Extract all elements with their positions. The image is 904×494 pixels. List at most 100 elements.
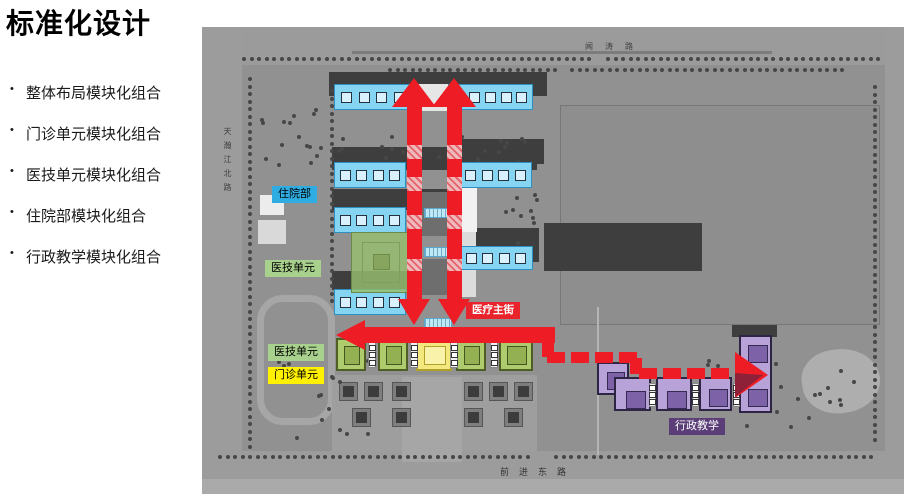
window-icon [388, 169, 400, 181]
tree-icon [308, 455, 312, 459]
tree-icon [281, 119, 286, 124]
tree-icon [764, 455, 768, 459]
tree-icon [433, 68, 437, 72]
tree-icon [248, 392, 252, 396]
tree-icon [869, 455, 873, 459]
flow-dash [687, 368, 705, 379]
tree-icon [282, 364, 287, 369]
tree-icon [606, 455, 611, 459]
loop-road [257, 295, 335, 425]
tree-icon [314, 107, 319, 112]
window-icon [356, 169, 368, 181]
tree-icon [309, 160, 314, 165]
labels-layer: 住院部 医技单元 医技单元 门诊单元 医疗主街 行政教学 天瀚江北路 闻涛路 前… [202, 27, 904, 494]
tree-icon [873, 160, 877, 164]
tree-icon [437, 57, 441, 61]
text-panel: 标准化设计 整体布局模块化组合 门诊单元模块化组合 医技单元模块化组合 住院部模… [0, 0, 202, 494]
tree-icon [389, 135, 394, 140]
tree-icon [399, 57, 404, 61]
tree-icon [873, 325, 877, 329]
tree-icon [666, 455, 671, 459]
tree-icon [248, 422, 252, 426]
tree-icon [287, 57, 291, 61]
tree-icon [330, 239, 334, 243]
tree-icon [497, 150, 502, 155]
tree-icon [474, 57, 479, 61]
tree-icon [873, 302, 877, 307]
tree-icon [873, 122, 877, 127]
tree-icon [810, 68, 814, 72]
flow-arrow-right-shadow [735, 373, 763, 397]
tree-icon [311, 111, 316, 116]
tree-icon [248, 384, 252, 389]
window-icon [372, 214, 384, 226]
tree-icon [435, 455, 440, 459]
tree-icon [607, 68, 612, 72]
window-icon [340, 296, 352, 308]
connector-cell [692, 392, 699, 398]
tree-icon [667, 68, 672, 72]
tree-icon [696, 455, 701, 459]
tree-icon [428, 455, 432, 459]
tree-icon [264, 157, 269, 162]
tree-icon [330, 141, 334, 146]
tree-icon [802, 68, 807, 72]
tree-icon [846, 455, 851, 459]
window-icon [500, 91, 512, 103]
tree-icon [741, 57, 745, 61]
service-pad [339, 382, 358, 401]
tree-icon [260, 120, 265, 125]
tree-icon [317, 57, 321, 61]
tree-icon [816, 455, 821, 459]
tree-icon [809, 455, 813, 459]
tree-icon [538, 68, 542, 72]
tree-icon [488, 455, 492, 459]
tree-icon [410, 68, 415, 72]
tree-icon [873, 175, 877, 179]
tree-icon [873, 287, 877, 292]
window-icon [341, 91, 353, 103]
tree-icon [341, 137, 346, 142]
tree-icon [366, 431, 371, 436]
courtyard-ring [362, 242, 400, 283]
tree-icon [338, 427, 343, 432]
tree-icon [873, 272, 877, 277]
left-road [202, 27, 242, 494]
tree-icon [572, 57, 576, 61]
tree-icon [508, 68, 512, 72]
page-title: 标准化设计 [6, 8, 152, 39]
tree-icon [720, 68, 724, 72]
tree-icon [750, 68, 754, 72]
tree-icon [240, 455, 245, 459]
tree-icon [463, 68, 467, 72]
tree-icon [330, 96, 334, 101]
tree-icon [873, 190, 877, 194]
tree-icon [570, 68, 574, 72]
tree-icon [771, 57, 775, 61]
service-pad [392, 408, 411, 427]
tree-icon [255, 455, 260, 459]
connector-cell [490, 344, 498, 351]
connector-cell [368, 344, 376, 351]
flow-arrow-down-right-icon [438, 299, 470, 325]
tree-icon [405, 455, 410, 459]
crosswalk-hatch [407, 259, 422, 271]
tree-icon [527, 57, 531, 61]
tree-icon [497, 57, 501, 61]
bullet-item: 门诊单元模块化组合 [4, 123, 161, 144]
tree-icon [873, 145, 877, 149]
tree-icon [636, 57, 640, 61]
tree-icon [873, 227, 877, 232]
tree-icon [455, 68, 460, 72]
unit-connector [450, 342, 458, 368]
tree-icon [823, 57, 828, 61]
tree-icon [873, 182, 877, 187]
connector-cell [649, 392, 656, 398]
tree-icon [681, 455, 686, 459]
tree-icon [470, 68, 475, 72]
tree-icon [248, 99, 252, 104]
connector-cell [649, 385, 656, 391]
tree-icon [636, 455, 641, 459]
window-icon [340, 169, 352, 181]
flow-dash [595, 352, 613, 363]
